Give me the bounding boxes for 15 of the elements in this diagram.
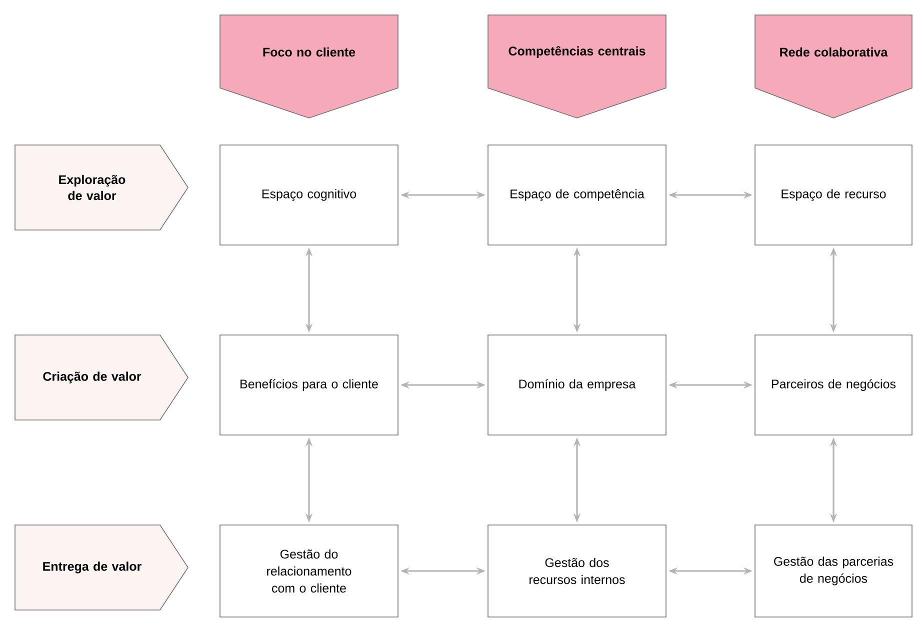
process-box: Espaço cognitivo xyxy=(220,144,398,246)
process-box: Gestão dos recursos internos xyxy=(488,524,666,618)
row-label: Criação de valor xyxy=(14,334,188,420)
column-header: Foco no cliente xyxy=(220,14,398,118)
process-box: Gestão das parcerias de negócios xyxy=(754,524,912,618)
column-header: Competências centrais xyxy=(488,14,666,118)
process-box: Domínio da empresa xyxy=(488,334,666,436)
row-label: Entrega de valor xyxy=(14,524,188,610)
row-label: Exploração de valor xyxy=(14,144,188,230)
process-box: Gestão do relacionamento com o cliente xyxy=(220,524,398,618)
process-box: Espaço de competência xyxy=(488,144,666,246)
process-box: Parceiros de negócios xyxy=(754,334,912,436)
column-header: Rede colaborativa xyxy=(754,14,912,118)
process-box: Benefícios para o cliente xyxy=(220,334,398,436)
process-box: Espaço de recurso xyxy=(754,144,912,246)
